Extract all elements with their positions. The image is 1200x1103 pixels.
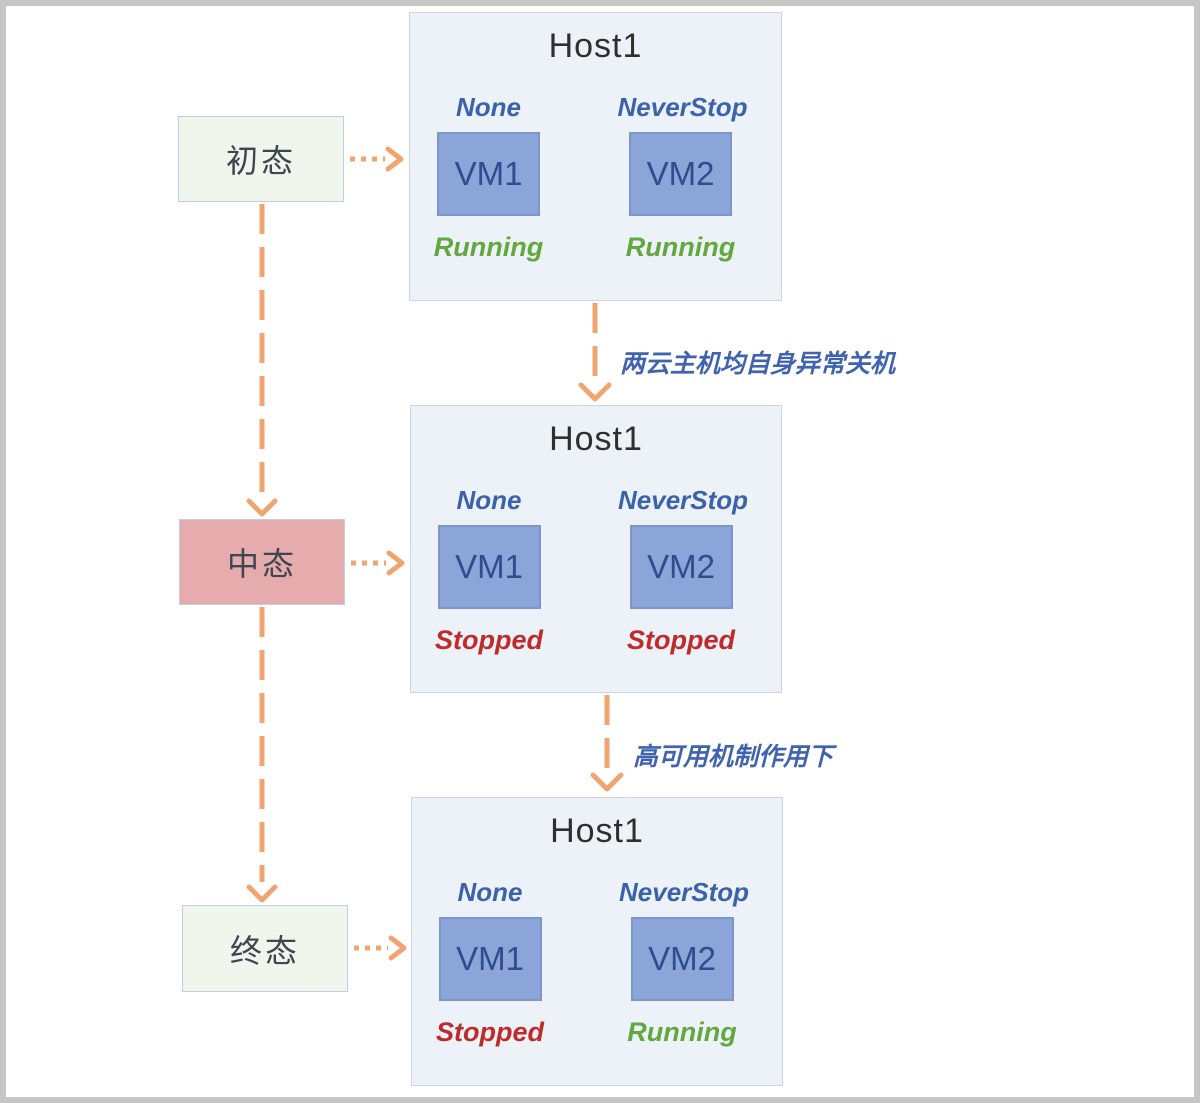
arrow-initial-to-middle [246,204,278,517]
arrow-host1-to-host2 [578,303,612,402]
vm-policy-label: NeverStop [618,485,749,515]
vm-policy-label: NeverStop [617,92,748,122]
vm-row: None VM1 Stopped NeverStop VM2 Stopped [411,485,781,656]
vm-name: VM1 [456,940,524,977]
vm-box: VM1 [437,132,540,216]
state-label-initial: 初态 [225,143,296,179]
vm-box: VM1 [438,917,542,1001]
vm-name: VM2 [646,155,715,192]
vm-name: VM1 [455,548,523,585]
state-box-final: 终态 [182,905,348,992]
vm-row: None VM1 Running NeverStop VM2 Running [410,92,781,263]
vm-row: None VM1 Stopped NeverStop VM2 Running [412,877,782,1048]
transition-caption-2: 高可用机制作用下 [633,743,834,771]
vm-status: Running [433,232,544,262]
arrow-host2-to-host3 [590,695,624,792]
host-card-3: Host1 None VM1 Stopped NeverStop VM2 Run… [411,797,783,1086]
vm-policy-label: NeverStop [619,877,750,907]
vm-status: Stopped [627,625,735,655]
arrow-initial-to-host [350,146,404,172]
vm-name: VM2 [648,940,716,977]
host-title: Host1 [549,420,643,458]
vm-name: VM1 [454,155,523,192]
host-card-1: Host1 None VM1 Running NeverStop VM2 Run… [409,12,782,301]
arrow-middle-to-host [351,550,405,576]
vm-column: None VM1 Running [426,92,552,263]
vm-column: None VM1 Stopped [427,877,553,1048]
arrow-final-to-host [354,935,407,961]
arrow-layer [246,146,624,961]
vm-status: Running [627,1017,737,1047]
transition-caption-1: 两云主机均自身异常关机 [620,350,896,378]
vm-status: Stopped [436,1017,544,1047]
vm-box: VM2 [630,917,734,1001]
vm-box: VM2 [629,525,733,609]
vm-column: NeverStop VM2 Running [619,877,750,1048]
vm-status: Running [625,232,736,262]
vm-column: None VM1 Stopped [426,485,552,656]
host-card-2: Host1 None VM1 Stopped NeverStop VM2 Sto… [410,405,782,693]
vm-policy-label: None [457,877,523,907]
state-box-initial: 初态 [178,116,344,202]
arrow-middle-to-final [246,607,278,903]
vm-box: VM1 [437,525,541,609]
vm-column: NeverStop VM2 Running [617,92,748,263]
host-title: Host1 [550,812,644,850]
state-label-final: 终态 [229,932,300,969]
host-title: Host1 [548,27,643,65]
state-box-middle: 中态 [179,519,345,605]
vm-policy-label: None [456,92,521,122]
vm-status: Stopped [435,625,543,655]
vm-box: VM2 [629,132,732,216]
vm-column: NeverStop VM2 Stopped [618,485,749,656]
vm-policy-label: None [456,485,522,515]
state-label-middle: 中态 [226,546,297,582]
vm-name: VM2 [647,548,715,585]
